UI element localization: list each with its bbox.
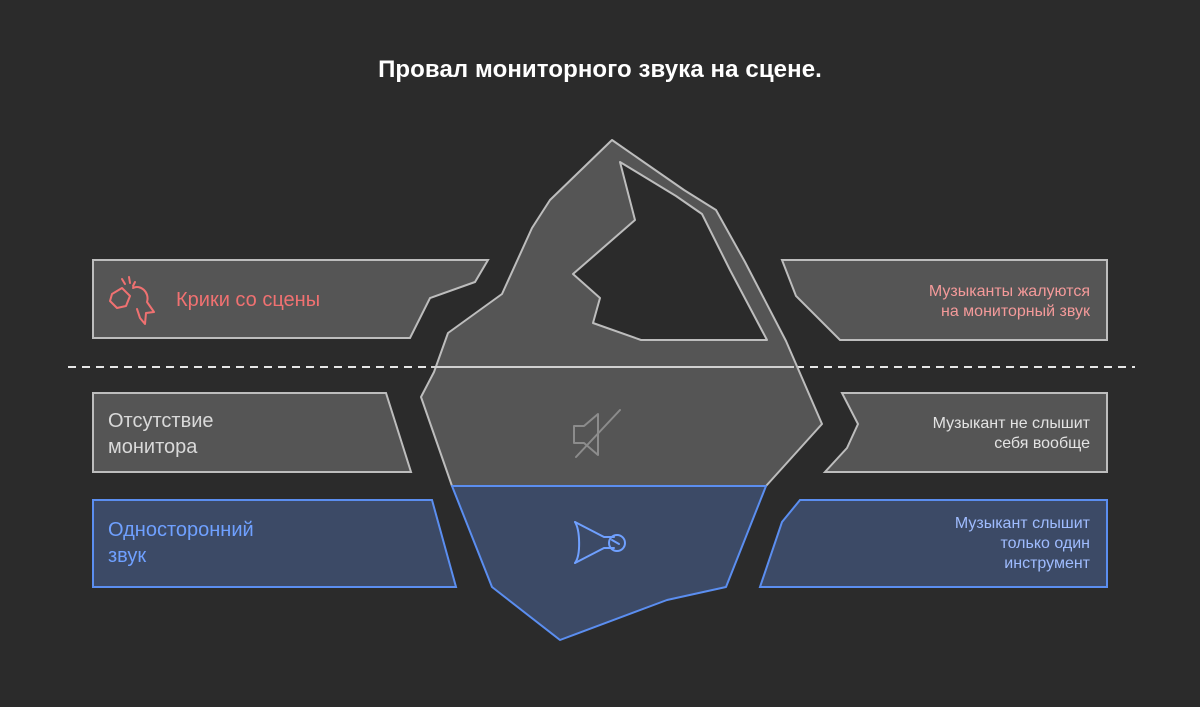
right-label-hears-one-instrument-line-1: Музыкант слышит	[954, 515, 1090, 532]
right-label-complaints-line-1: Музыканты жалуются	[928, 283, 1090, 300]
left-panel-3	[92, 499, 458, 588]
right-label-hears-one-instrument-line-3: инструмент	[1004, 555, 1090, 572]
left-panel-2	[92, 392, 413, 473]
right-panel-3	[758, 499, 1108, 588]
right-label-complaints: Музыканты жалуются на мониторный звук	[830, 282, 1090, 322]
right-label-hears-one-instrument: Музыкант слышит только один инструмент	[830, 514, 1090, 574]
iceberg-peak-face	[572, 161, 768, 341]
page-title: Провал мониторного звука на сцене.	[378, 56, 822, 83]
left-label-no-monitor-line-1: Отсутствие	[108, 410, 214, 432]
right-label-cannot-hear-self: Музыкант не слышит себя вообще	[830, 414, 1090, 454]
shouting-people-icon	[109, 276, 155, 325]
horn-speaker-icon	[574, 521, 626, 564]
right-label-cannot-hear-self-line-2: себя вообще	[994, 435, 1090, 452]
left-label-one-sided-sound-line-1: Односторонний	[108, 519, 254, 541]
right-label-cannot-hear-self-line-1: Музыкант не слышит	[932, 415, 1090, 432]
right-label-complaints-line-2: на мониторный звук	[941, 303, 1090, 320]
left-label-no-monitor-line-2: монитора	[108, 436, 198, 458]
left-label-one-sided-sound: Односторонний звук	[108, 517, 254, 569]
right-panel-2	[822, 392, 1108, 473]
muted-speaker-icon	[573, 409, 621, 458]
right-panel-1	[780, 259, 1108, 341]
right-label-hears-one-instrument-line-2: только один	[1000, 535, 1090, 552]
left-label-no-monitor: Отсутствие монитора	[108, 408, 214, 460]
left-label-one-sided-sound-line-2: звук	[108, 545, 147, 567]
left-label-shouting: Крики со сцены	[176, 289, 321, 311]
left-panel-1	[92, 259, 490, 339]
iceberg-deep	[451, 485, 767, 641]
